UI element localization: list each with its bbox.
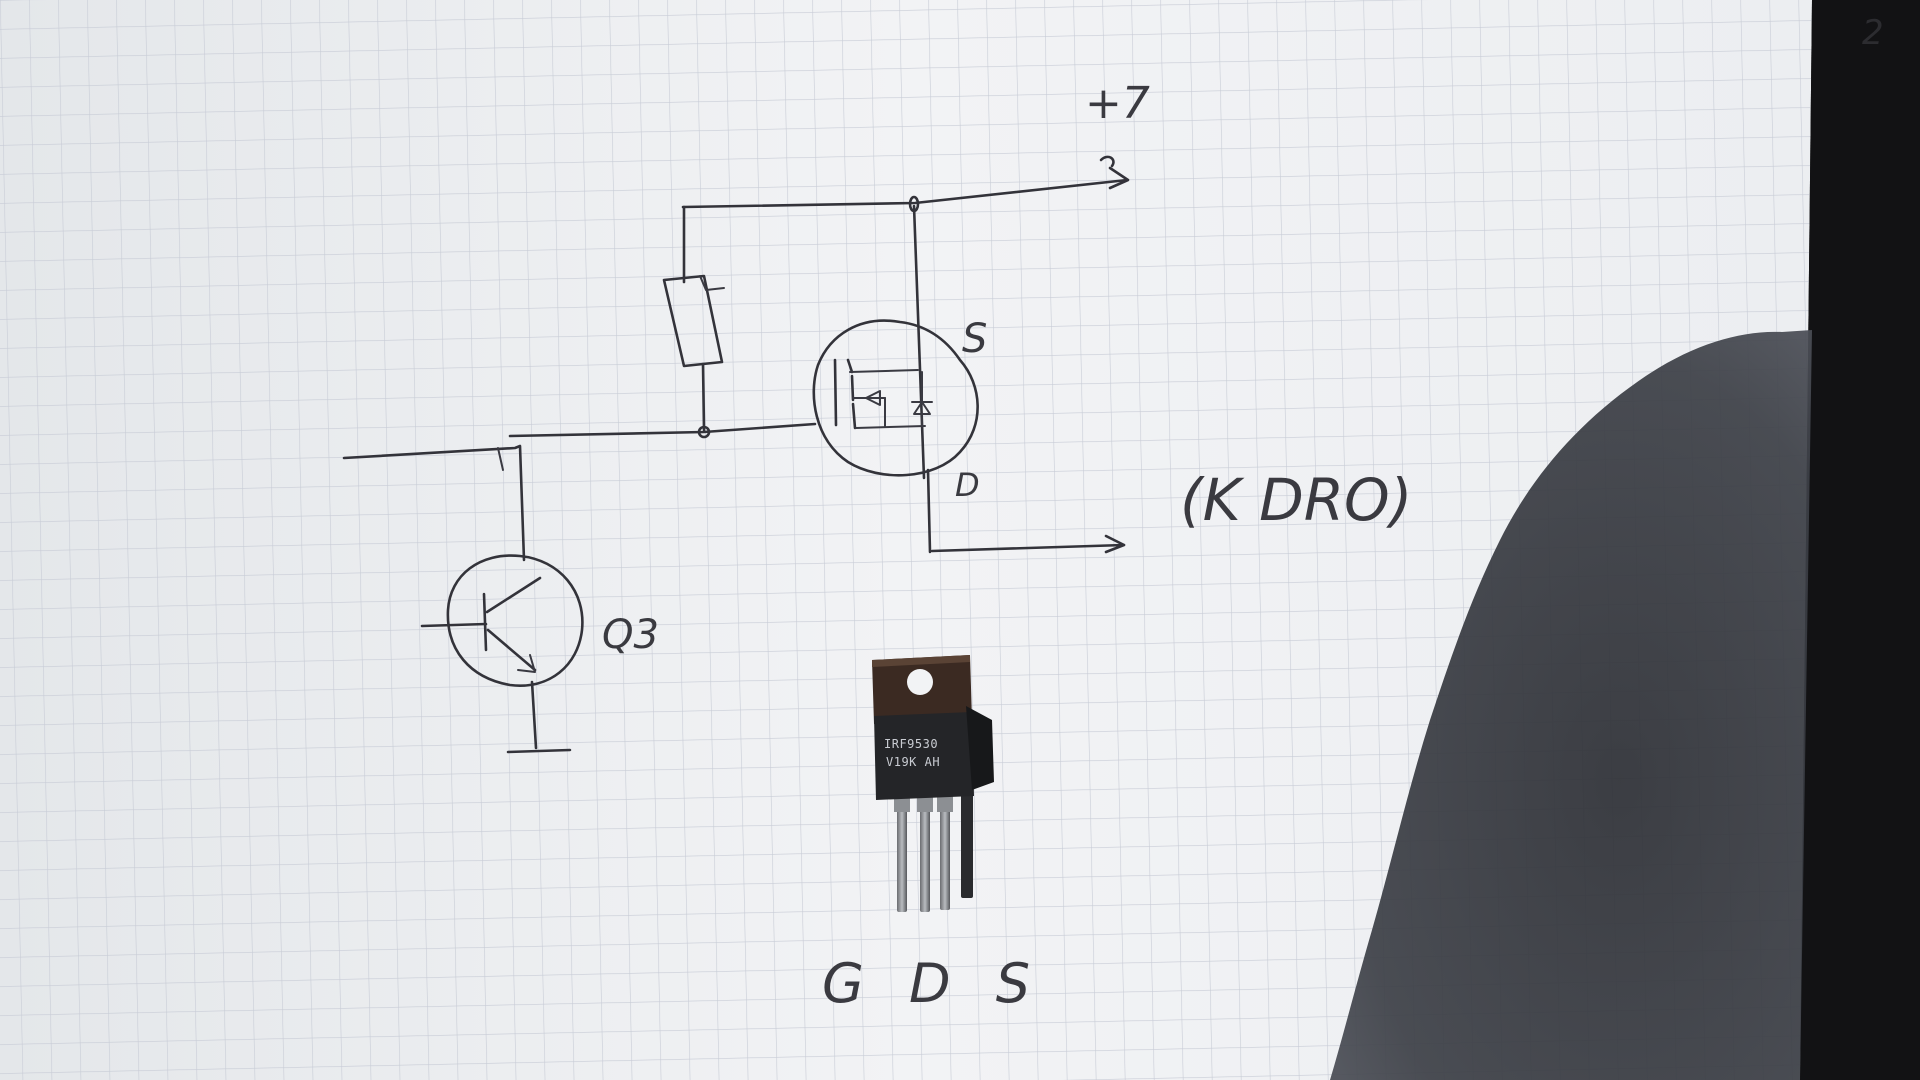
q3-transistor-symbol — [420, 554, 584, 754]
mosfet-drain-wire — [926, 468, 932, 554]
edge-digit: 2 — [1862, 13, 1884, 53]
schematic: +7 S D Q3 (K DRO) G D S — [342, 78, 1412, 1015]
q3-collector-tick — [497, 447, 504, 471]
code-marking: V19K AH — [886, 755, 940, 769]
mosfet-symbol — [812, 319, 979, 477]
mosfet-source-wire — [912, 204, 926, 480]
supply-label: +7 — [1085, 78, 1150, 129]
drain-arrow — [1104, 534, 1126, 554]
drain-output-wire — [930, 543, 1126, 553]
resistor-bottom-wire — [701, 362, 706, 432]
pinout-label: G D S — [822, 952, 1044, 1015]
supply-arrow-mark — [1099, 155, 1115, 168]
q3-collector-wire — [342, 444, 526, 562]
supply-arrow — [1108, 166, 1130, 190]
hand-shadow — [1330, 330, 1812, 1080]
resistor — [662, 274, 725, 368]
gate-wire — [508, 422, 817, 438]
to220-component: IRF9530 V19K AH — [872, 655, 994, 912]
q3-label: Q3 — [602, 612, 659, 658]
paper-sheet — [0, 0, 1812, 1080]
drain-label: D — [955, 466, 980, 504]
table-edge: 2 — [1800, 0, 1920, 1080]
source-label: S — [962, 316, 987, 362]
note-label: (K DRO) — [1180, 466, 1412, 534]
part-number-marking: IRF9530 — [884, 737, 938, 751]
supply-rail-wire — [681, 178, 1129, 209]
